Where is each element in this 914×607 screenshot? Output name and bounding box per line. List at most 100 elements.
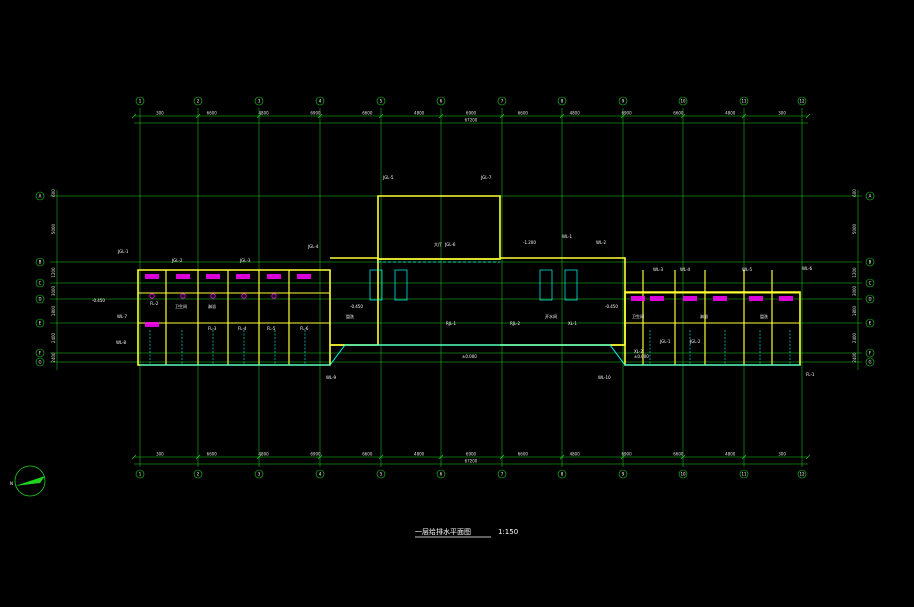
axis-bubble-label: E xyxy=(869,320,872,325)
room-label: 淋浴 xyxy=(700,313,708,319)
fixture-basin xyxy=(683,296,697,301)
elevation-label: -1.200 xyxy=(523,240,536,245)
axis-bubble xyxy=(35,318,45,328)
pipe-label: WL-7 xyxy=(117,314,128,319)
dim-tick xyxy=(680,113,686,119)
dim-tick xyxy=(741,113,747,119)
axis-bubble-label: 11 xyxy=(741,98,747,103)
pipe-label: FL-5 xyxy=(267,326,276,331)
room-label: 淋浴 xyxy=(208,303,216,309)
axis-bubble xyxy=(797,96,807,106)
dim-tick xyxy=(256,113,262,119)
axis-bubble-label: F xyxy=(869,350,872,355)
room-label: 卫生间 xyxy=(175,303,187,309)
dim-tick xyxy=(805,113,811,119)
dim-label: 5000 xyxy=(51,223,56,234)
fixture-basin xyxy=(145,322,159,327)
axis-bubble xyxy=(35,191,45,201)
dim-label: 6900 xyxy=(621,111,632,116)
fixture-basin xyxy=(236,274,250,279)
fixture-basin xyxy=(297,274,311,279)
dim-label: 3000 xyxy=(51,285,56,296)
axis-bubble xyxy=(376,96,386,106)
wall xyxy=(330,257,379,346)
room-label: 开水间 xyxy=(545,313,557,319)
axis-bubble-label: 4 xyxy=(319,471,322,476)
axis-bubble-label: 6 xyxy=(440,471,443,476)
floor-drain-icon xyxy=(271,293,277,299)
dim-label: 6600 xyxy=(362,111,373,116)
pipe-label: WL-8 xyxy=(116,340,127,345)
dim-tick xyxy=(131,113,137,119)
pipe-label: WL-9 xyxy=(326,375,337,380)
axis-bubble-label: 2 xyxy=(197,471,200,476)
dim-label: 6600 xyxy=(518,452,529,457)
axis-bubble xyxy=(618,96,628,106)
fixture-basin xyxy=(650,296,664,301)
dim-label: 4800 xyxy=(259,452,270,457)
pipe-label: JGL-1 xyxy=(117,249,129,254)
dim-label: 300 xyxy=(156,111,164,116)
dim-tick xyxy=(317,454,323,460)
dim-label: 4800 xyxy=(570,111,581,116)
axis-bubble-label: 5 xyxy=(380,471,383,476)
building-walls xyxy=(137,195,801,366)
axis-bubble xyxy=(315,96,325,106)
dim-tick xyxy=(317,113,323,119)
dim-tick xyxy=(499,454,505,460)
dim-tick xyxy=(195,454,201,460)
pipe-label: XL-1 xyxy=(568,321,577,326)
dim-label: 4800 xyxy=(570,452,581,457)
dim-tick xyxy=(805,454,811,460)
axis-bubble xyxy=(35,278,45,288)
dim-tick xyxy=(620,113,626,119)
dim-tick xyxy=(620,454,626,460)
pipe-label: RJL-2 xyxy=(510,321,521,326)
pipe-network xyxy=(140,261,800,366)
dim-label: 6600 xyxy=(673,452,684,457)
riser-stair xyxy=(564,269,578,301)
fixture-basin xyxy=(206,274,220,279)
axis-bubble-label: A xyxy=(869,193,872,198)
axis-bubble-label: B xyxy=(39,259,42,264)
dim-label: 2400 xyxy=(852,332,857,343)
axis-bubble-label: 9 xyxy=(622,471,625,476)
pipe-label: JGL-2 xyxy=(171,258,183,263)
axis-bubble-label: G xyxy=(38,359,41,364)
room-label: 盥洗 xyxy=(346,313,354,319)
dim-label: 6600 xyxy=(207,111,218,116)
axis-bubble-label: 2 xyxy=(197,98,200,103)
elevation-label: ±0.000 xyxy=(462,354,477,359)
dim-tick xyxy=(741,454,747,460)
dim-label: 300 xyxy=(778,111,786,116)
dim-label: 600 xyxy=(51,189,56,197)
axis-bubble xyxy=(678,469,688,479)
fixture-basin xyxy=(749,296,763,301)
pipe-label: WL-5 xyxy=(742,267,753,272)
fixture-basin xyxy=(145,274,159,279)
dim-label: 4800 xyxy=(725,111,736,116)
dim-tick xyxy=(499,113,505,119)
dim-label: 600 xyxy=(852,189,857,197)
axis-bubble-label: 7 xyxy=(501,98,504,103)
pipe-label: FL-2 xyxy=(150,301,159,306)
dim-label: 300 xyxy=(156,452,164,457)
dim-label: 2400 xyxy=(51,332,56,343)
dim-label: 6600 xyxy=(362,452,373,457)
axis-bubble xyxy=(193,469,203,479)
axis-bubble-label: C xyxy=(869,280,872,285)
pipe-label: FL-4 xyxy=(238,326,247,331)
elevation-label: -0.450 xyxy=(605,304,618,309)
wall xyxy=(500,257,626,346)
pipe-label: JGL-7 xyxy=(480,175,492,180)
elevation-label: -0.450 xyxy=(92,298,105,303)
axis-bubble xyxy=(436,96,446,106)
axis-bubble xyxy=(35,357,45,367)
fixture-basin xyxy=(176,274,190,279)
wall xyxy=(137,269,331,366)
elevation-label: ±0.000 xyxy=(634,354,649,359)
axis-bubble-label: B xyxy=(869,259,872,264)
dim-tick xyxy=(680,454,686,460)
pipe-label: RJL-1 xyxy=(446,321,457,326)
